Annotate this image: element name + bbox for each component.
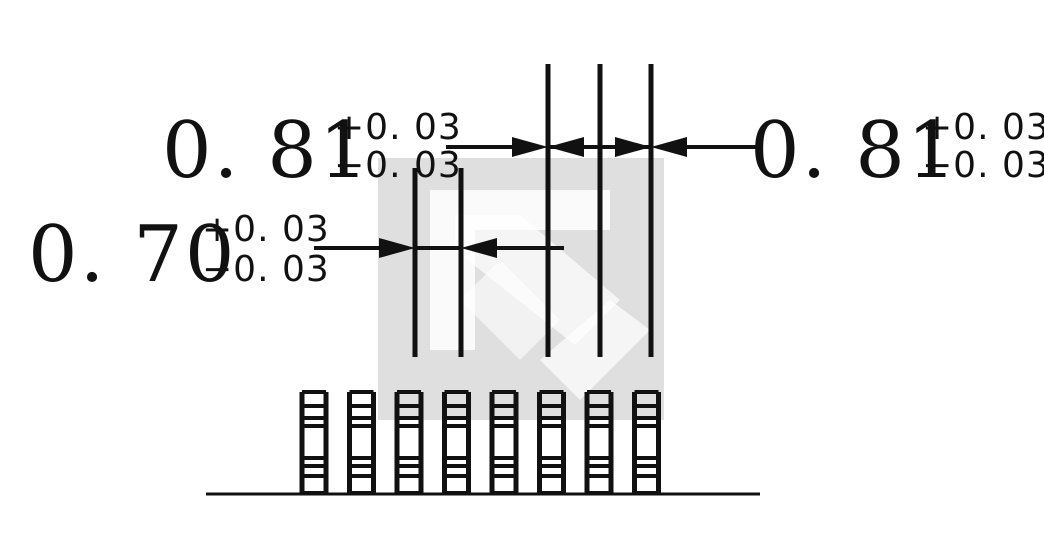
connector-pin [632, 390, 661, 495]
dimension-line-width [314, 238, 564, 258]
pitch-extension-lines [545, 64, 654, 357]
tolerance-lower-pitch-left: −0. 03 [334, 145, 462, 186]
arrowhead-right [615, 137, 651, 157]
watermark-logo [378, 158, 664, 420]
connector-pin [394, 390, 424, 495]
arrowhead-left [548, 137, 584, 157]
tolerance-lower-pitch-right: −0. 03 [922, 145, 1044, 186]
connector-pin [299, 390, 329, 495]
connector-pin [537, 390, 566, 495]
connector-pin [442, 390, 471, 495]
dimension-line-pitch-left [446, 137, 600, 157]
arrowhead-left [461, 238, 497, 258]
dimension-label-pitch-right: 0. 81 [750, 106, 959, 196]
arrowhead-left [651, 137, 687, 157]
arrowhead-right [379, 238, 415, 258]
dimension-label-pitch-left: 0. 81 [162, 106, 371, 196]
width-extension-lines [412, 168, 464, 357]
connector-pin [584, 390, 614, 495]
dimension-line-pitch-right [600, 137, 756, 157]
dimension-label-width: 0. 70 [28, 210, 237, 300]
tolerance-upper-pitch-left: +0. 03 [334, 107, 462, 148]
watermark-shape-3 [540, 300, 650, 400]
connector-pin [489, 390, 519, 495]
tolerance-lower-width: −0. 03 [202, 249, 330, 290]
watermark-shape-4 [460, 260, 560, 360]
tolerance-upper-width: +0. 03 [202, 209, 330, 250]
arrowhead-right [512, 137, 548, 157]
connector-pin [347, 390, 376, 495]
tolerance-upper-pitch-right: +0. 03 [922, 107, 1044, 148]
